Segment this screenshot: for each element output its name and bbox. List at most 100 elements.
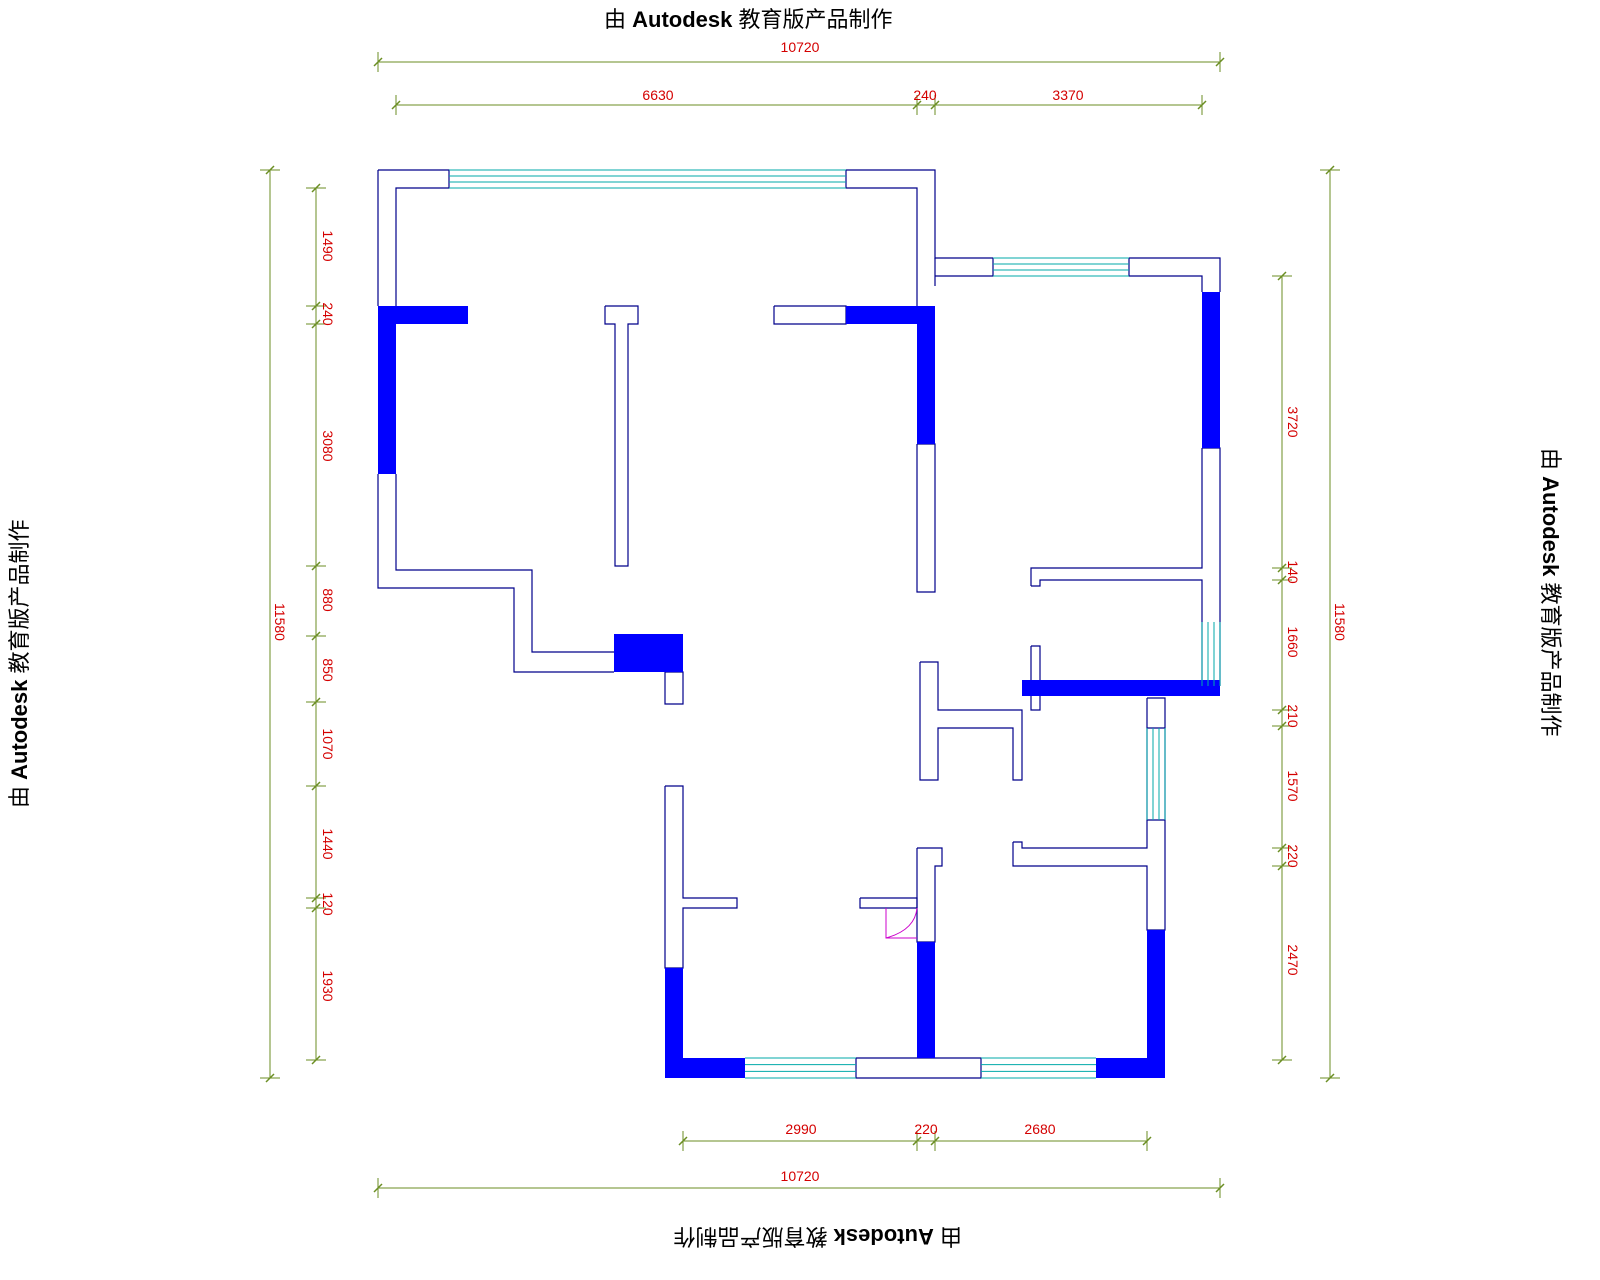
dim-right-segments-tick-5 — [1277, 843, 1287, 853]
dim-left-segments-tick-4 — [311, 631, 321, 641]
dim-left-segments-tick-8 — [311, 903, 321, 913]
dim-top-total-tick-1 — [1215, 57, 1225, 67]
dimensions — [260, 52, 1340, 1198]
wall-outline-15 — [1030, 448, 1203, 586]
dim-bottom-total: 10720 — [781, 1168, 820, 1184]
wall-outline-20 — [1030, 645, 1041, 711]
wall-outline-14 — [1202, 447, 1221, 622]
dim-left-segments-tick-1 — [311, 301, 321, 311]
door-swing — [885, 907, 918, 939]
wall-solid-12 — [1096, 1058, 1165, 1078]
dim-right-total-tick-0 — [1325, 165, 1335, 175]
wall-outline-8 — [377, 474, 614, 673]
dim-bottom-total-tick-0 — [373, 1183, 383, 1193]
dim-bottom-segments-tick-2 — [930, 1136, 940, 1146]
dim-left-6: 1070 — [320, 728, 336, 759]
wall-solid-3 — [917, 306, 935, 444]
dim-top-1: 6630 — [642, 87, 673, 103]
dim-left-segments-tick-3 — [311, 561, 321, 571]
dim-right-segments-tick-1 — [1277, 563, 1287, 573]
wall-outline-1 — [846, 169, 993, 259]
dim-top-segments-tick-2 — [930, 100, 940, 110]
wall-solid-4 — [1202, 292, 1220, 448]
wall-solid-0 — [378, 306, 468, 324]
wall-outline-16 — [1031, 579, 1203, 622]
dim-left-2: 240 — [320, 302, 336, 326]
dim-left-3: 3080 — [320, 430, 336, 461]
dim-right-segments-tick-2 — [1277, 575, 1287, 585]
wall-solid-10 — [917, 942, 935, 1058]
dim-top-segments-tick-3 — [1197, 100, 1207, 110]
dim-right-segments-tick-7 — [1277, 1055, 1287, 1065]
dim-left-8: 120 — [320, 892, 336, 916]
wall-solid-11 — [1147, 930, 1165, 1078]
dim-right-segments-tick-3 — [1277, 705, 1287, 715]
wall-outline-13 — [916, 443, 936, 593]
dim-right-5: 1570 — [1285, 770, 1301, 801]
wall-outline-6 — [1128, 258, 1203, 292]
dim-right-4: 210 — [1285, 704, 1301, 728]
dim-top-segments-tick-0 — [391, 100, 401, 110]
wall-outline-7 — [395, 474, 614, 653]
dim-left-segments-tick-6 — [311, 781, 321, 791]
dim-top-segments-tick-1 — [912, 100, 922, 110]
wall-solid-8 — [665, 968, 683, 1078]
dim-bottom-segments-tick-1 — [912, 1136, 922, 1146]
dim-top-total-tick-0 — [373, 57, 383, 67]
dim-top-2: 240 — [913, 87, 937, 103]
dim-right-segments-tick-0 — [1277, 271, 1287, 281]
dim-left-segments-tick-9 — [311, 1055, 321, 1065]
wall-solid-5 — [614, 634, 683, 672]
wall-outline-12 — [773, 305, 847, 325]
dim-left-segments-tick-2 — [311, 319, 321, 329]
dim-left-total-tick-1 — [265, 1073, 275, 1083]
wall-outline-28 — [855, 1057, 982, 1079]
dim-left-5: 850 — [320, 658, 336, 682]
wall-outline-5 — [1129, 257, 1221, 292]
dim-bottom-1: 2990 — [785, 1121, 816, 1137]
dim-right-segments-tick-6 — [1277, 861, 1287, 871]
wall-solid-6 — [1022, 680, 1220, 696]
wall-outline-21 — [1146, 697, 1166, 729]
wall-outline-27 — [1012, 819, 1166, 931]
dim-right-total: 11580 — [1332, 603, 1348, 641]
walls — [377, 169, 1221, 1079]
dim-left-segments-tick-5 — [311, 697, 321, 707]
dim-top-total: 10720 — [781, 39, 820, 55]
wall-solid-9 — [665, 1058, 745, 1078]
dim-right-1: 3720 — [1285, 406, 1301, 437]
wall-outline-10 — [664, 671, 684, 705]
wall-solid-2 — [846, 306, 935, 324]
dim-bottom-segments-tick-0 — [678, 1136, 688, 1146]
dim-left-segments-tick-7 — [311, 893, 321, 903]
dim-bottom-total-tick-1 — [1215, 1183, 1225, 1193]
dim-bottom-3: 2680 — [1024, 1121, 1055, 1137]
dimension-labels: 10720 6630 240 3370 2990 220 2680 10720 … — [272, 39, 1348, 1184]
dim-right-3: 1660 — [1285, 626, 1301, 657]
dim-bottom-segments-tick-3 — [1142, 1136, 1152, 1146]
dim-left-segments-tick-0 — [311, 183, 321, 193]
dim-left-9: 1930 — [320, 970, 336, 1001]
wall-outline-11 — [604, 305, 639, 567]
wall-outline-2 — [845, 170, 918, 306]
dim-left-total-tick-0 — [265, 165, 275, 175]
wall-outline-19 — [919, 661, 1023, 781]
wall-solid-7 — [1202, 686, 1220, 696]
wall-outline-26 — [859, 897, 918, 909]
watermark-top: 由 Autodesk 教育版产品制作 — [604, 7, 893, 32]
dim-right-total-tick-1 — [1325, 1073, 1335, 1083]
dim-left-total: 11580 — [272, 603, 288, 641]
wall-outline-0 — [378, 169, 450, 306]
dim-right-2: 140 — [1285, 560, 1301, 584]
wall-outline-24 — [664, 785, 738, 969]
dim-bottom-2: 220 — [914, 1121, 938, 1137]
dim-right-6: 220 — [1285, 844, 1301, 868]
wall-solid-1 — [378, 306, 396, 474]
dim-left-4: 880 — [320, 588, 336, 612]
wall-outline-4 — [935, 258, 994, 277]
dim-left-1: 1490 — [320, 230, 336, 261]
dim-top-3: 3370 — [1052, 87, 1083, 103]
wall-outline-25 — [916, 847, 943, 943]
dim-left-7: 1440 — [320, 828, 336, 859]
